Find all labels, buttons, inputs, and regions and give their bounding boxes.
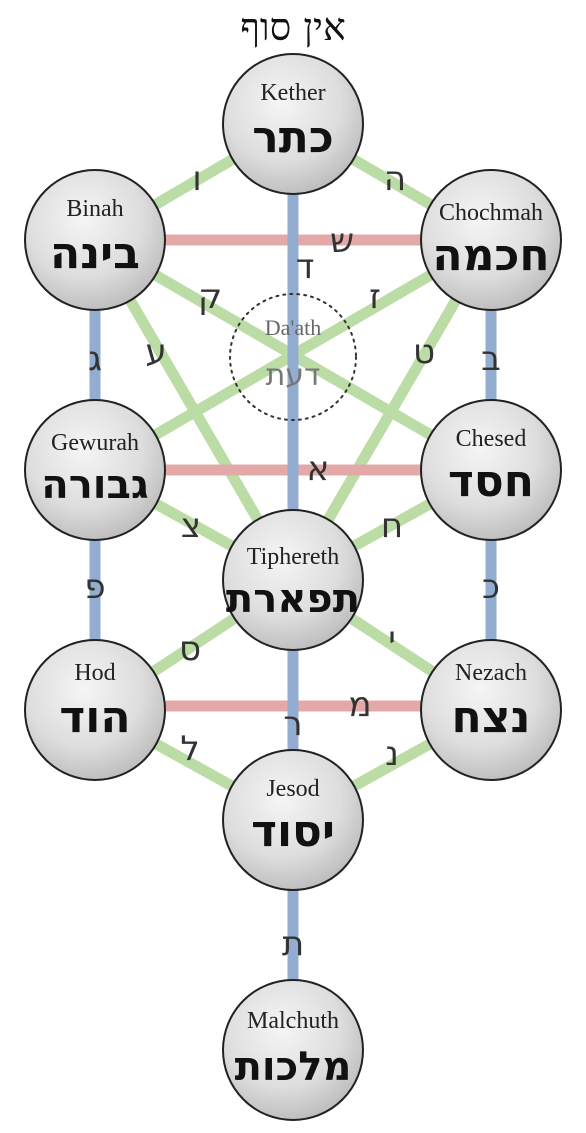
sephirah-gewurah: Gewurah גבורה (24, 399, 166, 541)
kether-circle (222, 53, 364, 195)
chochmah-circle (420, 169, 562, 311)
letter-chesed-nezach: כ (482, 567, 500, 607)
binah-circle (24, 169, 166, 311)
letter-binah-chochmah: ש (330, 221, 354, 261)
letter-tiphereth-jesod: ר (283, 704, 302, 744)
malchuth-name-he: מלכות (235, 1044, 352, 1090)
tiphereth-circle (222, 509, 364, 651)
kether-name-en: Kether (260, 80, 325, 106)
sephirah-tiphereth: Tiphereth תפארת (222, 509, 364, 651)
chochmah-name-en: Chochmah (439, 200, 543, 226)
jesod-name-he: יסוד (251, 806, 335, 857)
kether-name-he: כתר (252, 112, 333, 163)
letter-binah-gewurah: ג (88, 339, 102, 379)
letter-hod-jesod: ל (180, 729, 199, 769)
letter-chesed-tiphereth: ח (381, 506, 403, 546)
malchuth-circle (222, 979, 364, 1121)
letter-hod-nezach: מ (348, 685, 371, 725)
letter-tiphereth-hod: ס (179, 629, 201, 669)
sephirah-daath: Da'ath דעת (229, 293, 357, 421)
letter-gewurah-hod: פ (84, 567, 105, 607)
gewurah-circle (24, 399, 166, 541)
hod-name-en: Hod (74, 660, 115, 686)
letter-gewurah-tiphereth: צ (181, 506, 201, 546)
letter-kether-chochmah: ה (384, 159, 406, 199)
letter-binah-hod: ע (145, 332, 166, 372)
sephirah-hod: Hod הוד (24, 639, 166, 781)
jesod-circle (222, 749, 364, 891)
sephirah-nezach: Nezach נצח (420, 639, 562, 781)
chesed-name-en: Chesed (456, 426, 527, 452)
daath-circle (229, 293, 357, 421)
sephirah-chesed: Chesed חסד (420, 399, 562, 541)
title-ein-sof: אין סוף (240, 5, 346, 49)
path-letters: ו ה ד ש ק ז ג ע ט ב א צ ח פ כ ס י מ ר ל … (84, 159, 500, 964)
nezach-circle (420, 639, 562, 781)
nezach-name-en: Nezach (455, 660, 527, 686)
letter-kether-tiphereth: ד (296, 247, 315, 287)
gewurah-name-he: גבורה (41, 462, 149, 508)
sephirah-binah: Binah בינה (24, 169, 166, 311)
tiphereth-name-he: תפארת (226, 576, 360, 622)
sephirah-chochmah: Chochmah חכמה (420, 169, 562, 311)
chesed-circle (420, 399, 562, 541)
letter-binah-tiphereth: ק (198, 277, 222, 317)
chesed-name-he: חסד (448, 456, 534, 507)
sephirah-malchuth: Malchuth מלכות (222, 979, 364, 1121)
letter-jesod-malchuth: ת (282, 924, 304, 964)
letter-kether-binah: ו (192, 159, 201, 199)
jesod-name-en: Jesod (266, 776, 319, 802)
nezach-name-he: נצח (452, 692, 531, 743)
sephirah-kether: Kether כתר (222, 53, 364, 195)
gewurah-name-en: Gewurah (51, 430, 139, 456)
chochmah-name-he: חכמה (432, 230, 549, 281)
letter-nezach-jesod: נ (385, 734, 399, 774)
daath-name-en: Da'ath (265, 315, 322, 340)
malchuth-name-en: Malchuth (247, 1008, 339, 1034)
binah-name-he: בינה (50, 228, 140, 279)
letter-chochmah-chesed: ב (481, 339, 501, 379)
letter-tiphereth-nezach: י (388, 619, 396, 659)
tiphereth-name-en: Tiphereth (247, 544, 339, 570)
binah-name-en: Binah (66, 196, 123, 222)
letter-gewurah-chesed: א (307, 449, 330, 489)
letter-chochmah-nezach: ט (413, 332, 435, 372)
sephirah-jesod: Jesod יסוד (222, 749, 364, 891)
hod-circle (24, 639, 166, 781)
daath-name-he: דעת (266, 358, 321, 393)
letter-chochmah-tiphereth: ז (369, 277, 381, 317)
hod-name-he: הוד (59, 692, 130, 743)
